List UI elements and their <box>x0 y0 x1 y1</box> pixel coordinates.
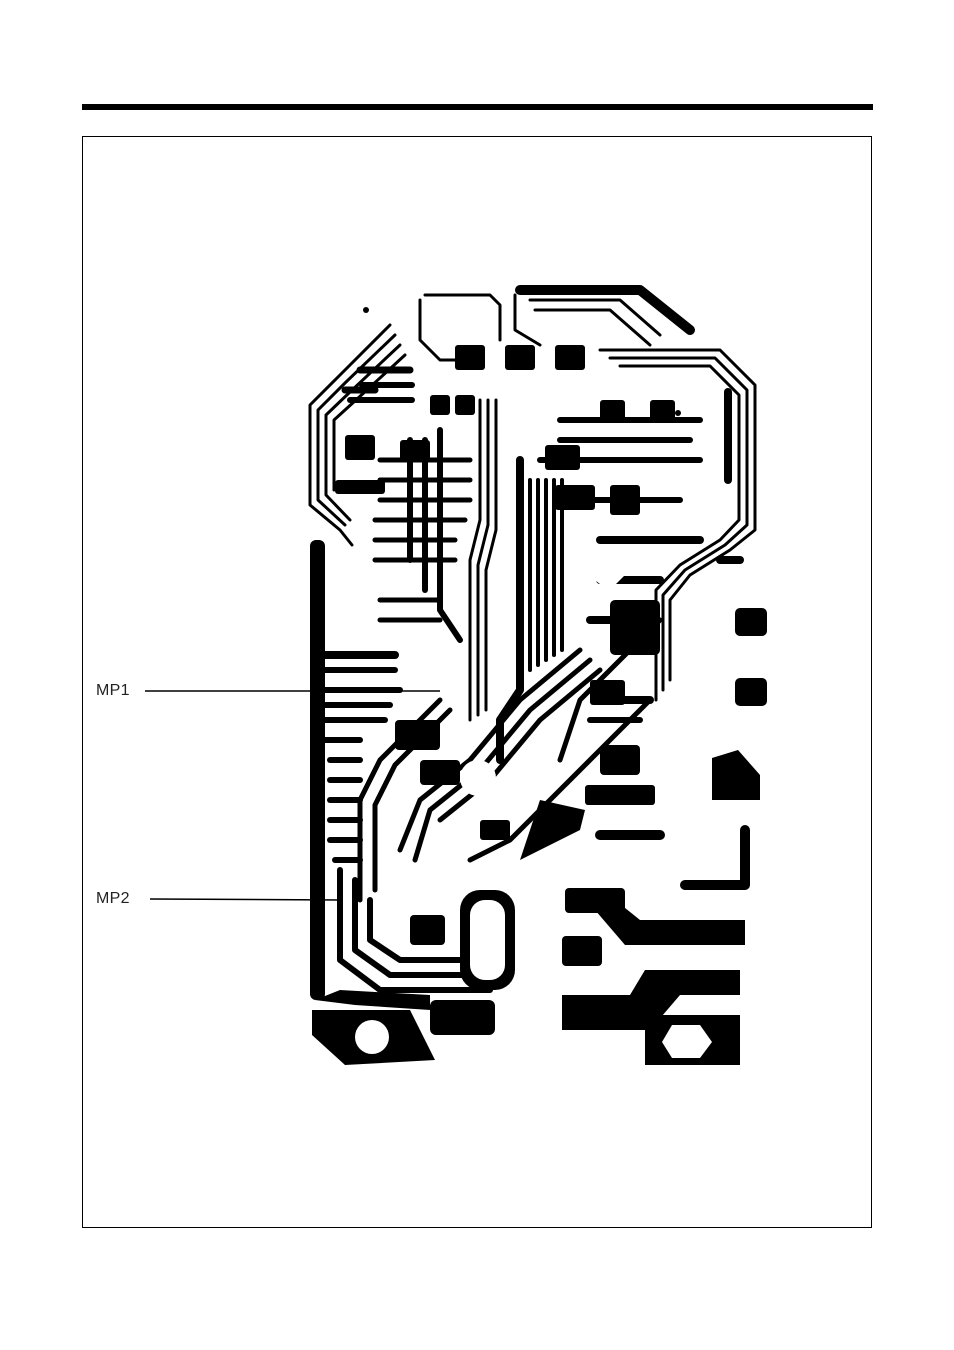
mp2-label: MP2 <box>96 890 130 908</box>
mp2-leader-line <box>150 899 340 900</box>
mp1-label: MP1 <box>96 682 130 700</box>
